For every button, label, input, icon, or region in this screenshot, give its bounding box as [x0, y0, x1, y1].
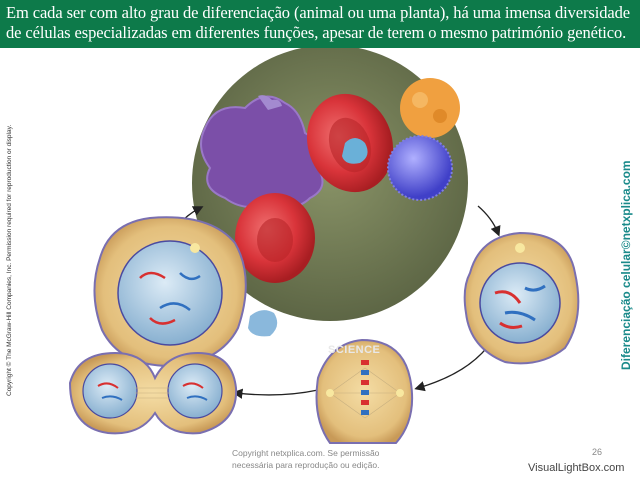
header-text: Em cada ser com alto grau de diferenciaç… — [6, 3, 630, 42]
header-bar: Em cada ser com alto grau de diferenciaç… — [0, 0, 640, 48]
footer-line-1: Copyright netxplica.com. Se permissão — [232, 448, 380, 458]
arrow-right-bottom — [414, 340, 493, 392]
prophase-cell — [463, 231, 580, 365]
orange-cell — [400, 78, 460, 138]
blue-small-cell — [342, 138, 368, 164]
arrow-bottom-left — [232, 388, 319, 399]
interphase-cell — [93, 216, 247, 368]
telophase-cell — [68, 351, 238, 435]
arrow-right-top — [477, 205, 501, 237]
footer-copyright: Copyright netxplica.com. Se permissão ne… — [232, 447, 422, 471]
blue-cell — [387, 135, 453, 201]
footer-line-2: necessária para reprodução ou edição. — [232, 460, 380, 470]
brand-watermark[interactable]: VisualLightBox.com — [528, 462, 625, 474]
metaphase-cell — [315, 338, 414, 444]
page-number: 26 — [592, 447, 603, 457]
cell-cycle-diagram — [68, 48, 580, 444]
sciencephoto-label: SCIENCE — [328, 344, 381, 356]
blue-fragment — [248, 310, 278, 337]
